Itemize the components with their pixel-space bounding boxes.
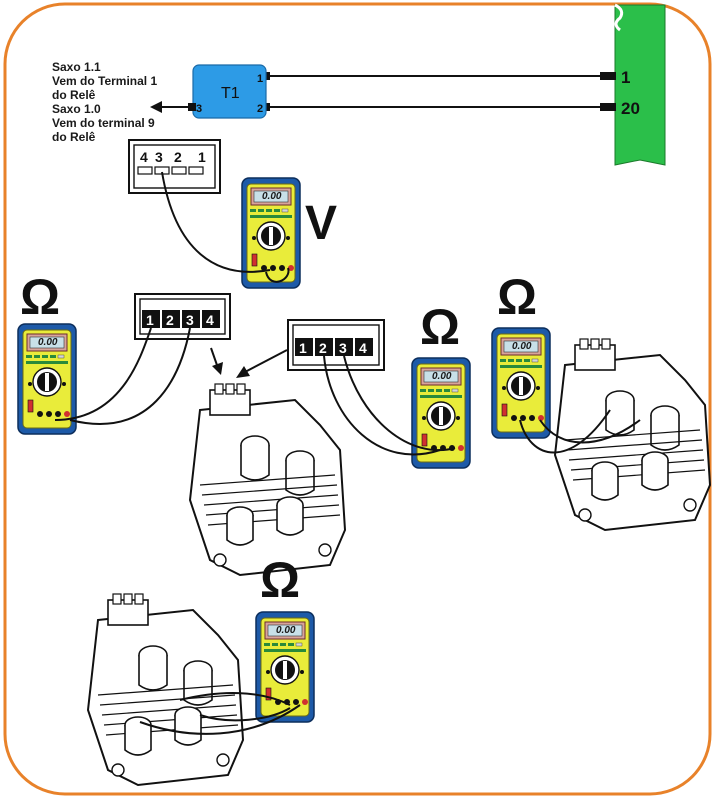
ecu-pin-bottom-label: 20 [621,99,640,118]
note-rele-a: do Relê [52,88,96,102]
connector-mid-pin-b: 2 [319,340,327,356]
arrow-left-down-icon [236,366,250,378]
ecu-pin-bottom [600,103,616,111]
connector-left-pin-a: 1 [146,312,154,328]
meter-readout-bottom: 0.00 [276,625,296,636]
connector-mid-pin-a: 1 [299,340,307,356]
ohm-symbol-center: Ω [420,299,461,355]
arrow-down-icon [212,362,223,375]
connector-top-pin-c: 2 [174,149,182,165]
meter-readout-voltage: 0.00 [262,191,282,202]
note-terminal-9: Vem do terminal 9 [52,116,155,130]
note-terminal-1: Vem do Terminal 1 [52,74,158,88]
ecu-pin-top [600,72,616,80]
ohm-symbol-right: Ω [497,269,538,325]
ohm-symbol-left: Ω [20,269,61,325]
meter-readout-left: 0.00 [38,337,58,348]
probe-wire [519,409,611,454]
t1-box [192,64,267,119]
connector-left-pin-c: 3 [186,312,194,328]
note-saxo-10: Saxo 1.0 [52,102,101,116]
note-saxo-11: Saxo 1.1 [52,60,101,74]
t1-label: T1 [221,85,240,102]
ecu-connector [614,4,666,166]
ecu-pin-top-label: 1 [621,68,630,87]
probe-wire [323,355,441,456]
t1-pin-bottom: 2 [257,103,263,115]
t1-pin-top: 1 [257,73,263,85]
connector-left-pin-d: 4 [206,312,214,328]
diagram-frame [3,2,712,796]
connector-top-pin-a: 4 [140,149,148,165]
connector-left-pin-b: 2 [166,312,174,328]
connector-top-pin-d: 1 [198,149,206,165]
meter-readout-right: 0.00 [512,341,532,352]
connector-mid-pin-c: 3 [339,340,347,356]
meter-readout-center: 0.00 [432,371,452,382]
ohm-symbol-bottom: Ω [260,552,301,608]
probe-wire [54,327,152,421]
connector-mid-pin-d: 4 [359,340,367,356]
probe-wire [161,171,271,273]
volt-symbol: V [305,197,338,250]
connector-top-pin-b: 3 [155,149,163,165]
note-rele-b: do Relê [52,130,96,144]
arrow-left-icon [150,101,162,113]
t1-pin-left: 3 [196,103,202,115]
probe-wire [179,692,291,706]
